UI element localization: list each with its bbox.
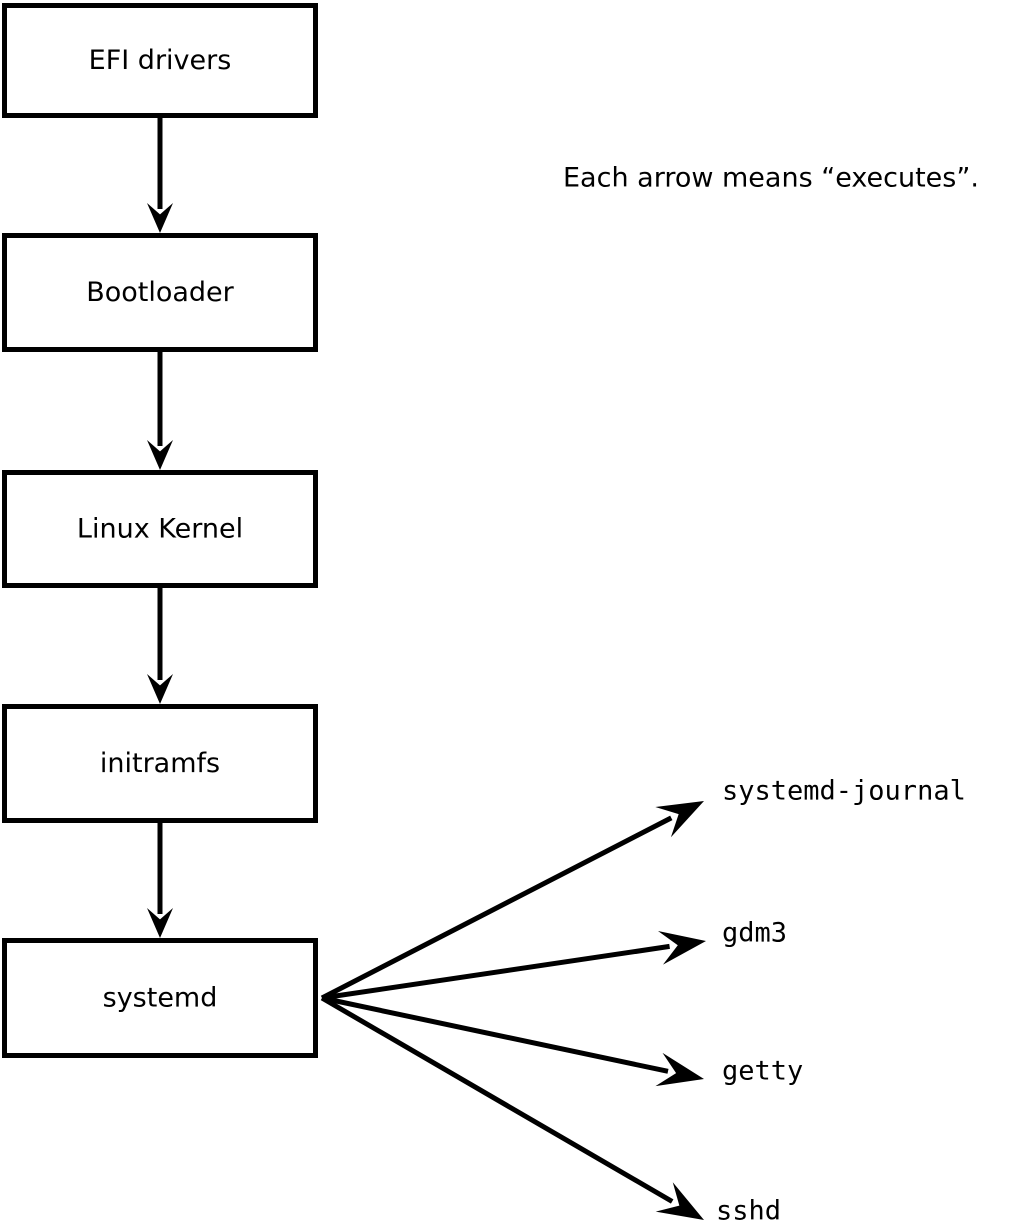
arrow-shaft-systemd-to-getty bbox=[321, 995, 669, 1074]
boot-chain-connectors bbox=[147, 118, 173, 938]
arrow-head-systemd-to-getty bbox=[655, 1052, 704, 1087]
process-box-linux-kernel[interactable]: Linux Kernel bbox=[2, 470, 318, 588]
box-label-linux-kernel: Linux Kernel bbox=[77, 514, 243, 545]
systemd-child-arrows bbox=[320, 801, 706, 1220]
arrow-head-systemd-to-systemd-journal bbox=[655, 801, 704, 838]
process-box-efi-drivers[interactable]: EFI drivers bbox=[2, 3, 318, 118]
arrow-head-bootloader-to-kernel bbox=[147, 440, 173, 470]
arrow-head-kernel-to-initramfs bbox=[147, 674, 173, 704]
systemd-child-labels: systemd-journal gdm3 getty sshd bbox=[716, 776, 966, 1227]
box-outline-efi-drivers bbox=[2, 3, 318, 118]
arrow-head-systemd-to-gdm3 bbox=[658, 930, 706, 965]
arrow-systemd-to-gdm3 bbox=[321, 930, 706, 1001]
arrow-head-systemd-to-sshd bbox=[655, 1182, 704, 1220]
box-outline-initramfs bbox=[2, 704, 318, 823]
process-box-initramfs[interactable]: initramfs bbox=[2, 704, 318, 823]
arrow-kernel-to-initramfs bbox=[147, 588, 173, 704]
leaf-label-gdm3[interactable]: gdm3 bbox=[722, 918, 787, 949]
box-outline-bootloader bbox=[2, 233, 318, 352]
arrow-shaft-systemd-to-systemd-journal bbox=[320, 815, 673, 1001]
arrow-systemd-to-sshd bbox=[320, 995, 704, 1220]
leaf-label-sshd[interactable]: sshd bbox=[716, 1196, 781, 1227]
process-box-systemd[interactable]: systemd bbox=[2, 938, 318, 1058]
arrow-initramfs-to-systemd bbox=[147, 823, 173, 938]
box-label-systemd: systemd bbox=[103, 983, 218, 1014]
box-label-bootloader: Bootloader bbox=[86, 277, 234, 308]
arrow-head-efi-to-bootloader bbox=[147, 203, 173, 233]
arrow-systemd-to-getty bbox=[321, 995, 704, 1087]
process-box-bootloader[interactable]: Bootloader bbox=[2, 233, 318, 352]
arrow-systemd-to-systemd-journal bbox=[320, 801, 704, 1001]
arrow-shaft-systemd-to-sshd bbox=[320, 995, 674, 1204]
arrow-bootloader-to-kernel bbox=[147, 352, 173, 470]
leaf-label-getty[interactable]: getty bbox=[722, 1056, 803, 1087]
box-outline-linux-kernel bbox=[2, 470, 318, 588]
box-label-initramfs: initramfs bbox=[100, 748, 220, 779]
box-outline-systemd bbox=[2, 938, 318, 1058]
arrow-head-initramfs-to-systemd bbox=[147, 908, 173, 938]
legend-note: Each arrow means “executes”. bbox=[563, 163, 979, 194]
box-label-efi-drivers: EFI drivers bbox=[89, 45, 232, 76]
arrow-efi-to-bootloader bbox=[147, 118, 173, 233]
leaf-label-systemd-journal[interactable]: systemd-journal bbox=[722, 776, 966, 807]
arrow-shaft-systemd-to-gdm3 bbox=[321, 943, 670, 1001]
